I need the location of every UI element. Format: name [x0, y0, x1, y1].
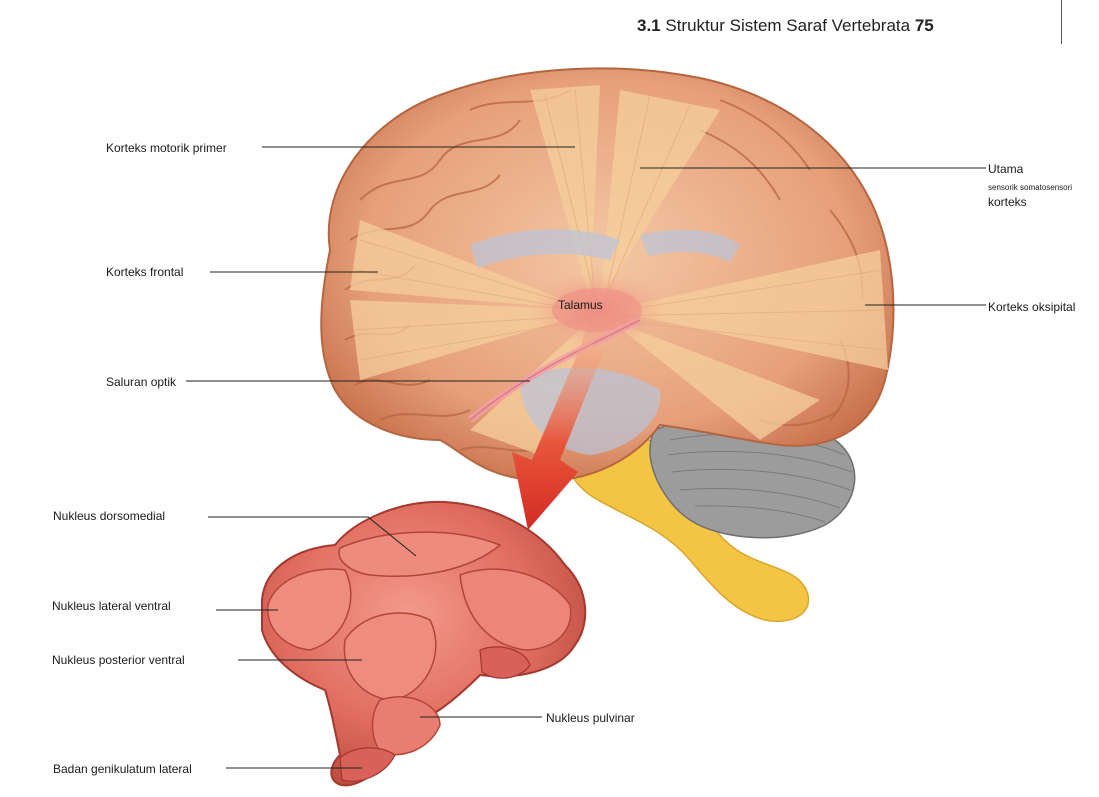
label-ventral-posterior-nucleus: Nukleus posterior ventral	[52, 653, 185, 667]
section-title: Struktur Sistem Saraf Vertebrata	[665, 16, 911, 35]
page-number: 75	[914, 16, 934, 35]
label-dorsomedial-nucleus: Nukleus dorsomedial	[53, 509, 166, 523]
red-arrow	[512, 338, 604, 530]
header-rule	[1061, 0, 1062, 44]
label-primary-motor-cortex: Korteks motorik primer	[106, 141, 227, 155]
label-ventral-lateral-nucleus: Nukleus lateral ventral	[52, 599, 171, 613]
enlarged-thalamus	[261, 500, 587, 787]
label-somatosensory-line3: korteks	[988, 195, 1027, 209]
label-optic-tract: Saluran optik	[106, 375, 177, 389]
label-occipital-cortex: Korteks oksipital	[988, 300, 1076, 314]
section-number: 3.1	[637, 16, 661, 35]
label-somatosensory-line1: Utama	[988, 162, 1024, 176]
page-header: 3.1 Struktur Sistem Saraf Vertebrata 75	[637, 16, 934, 36]
label-thalamus: Talamus	[558, 298, 603, 312]
label-somatosensory-line2: sensorik somatosensori	[988, 183, 1073, 192]
label-pulvinar-nucleus: Nukleus pulvinar	[546, 711, 635, 725]
label-lateral-geniculate-body: Badan genikulatum lateral	[53, 762, 192, 776]
leader-dorsomedial	[208, 516, 417, 557]
label-frontal-cortex: Korteks frontal	[106, 265, 184, 279]
